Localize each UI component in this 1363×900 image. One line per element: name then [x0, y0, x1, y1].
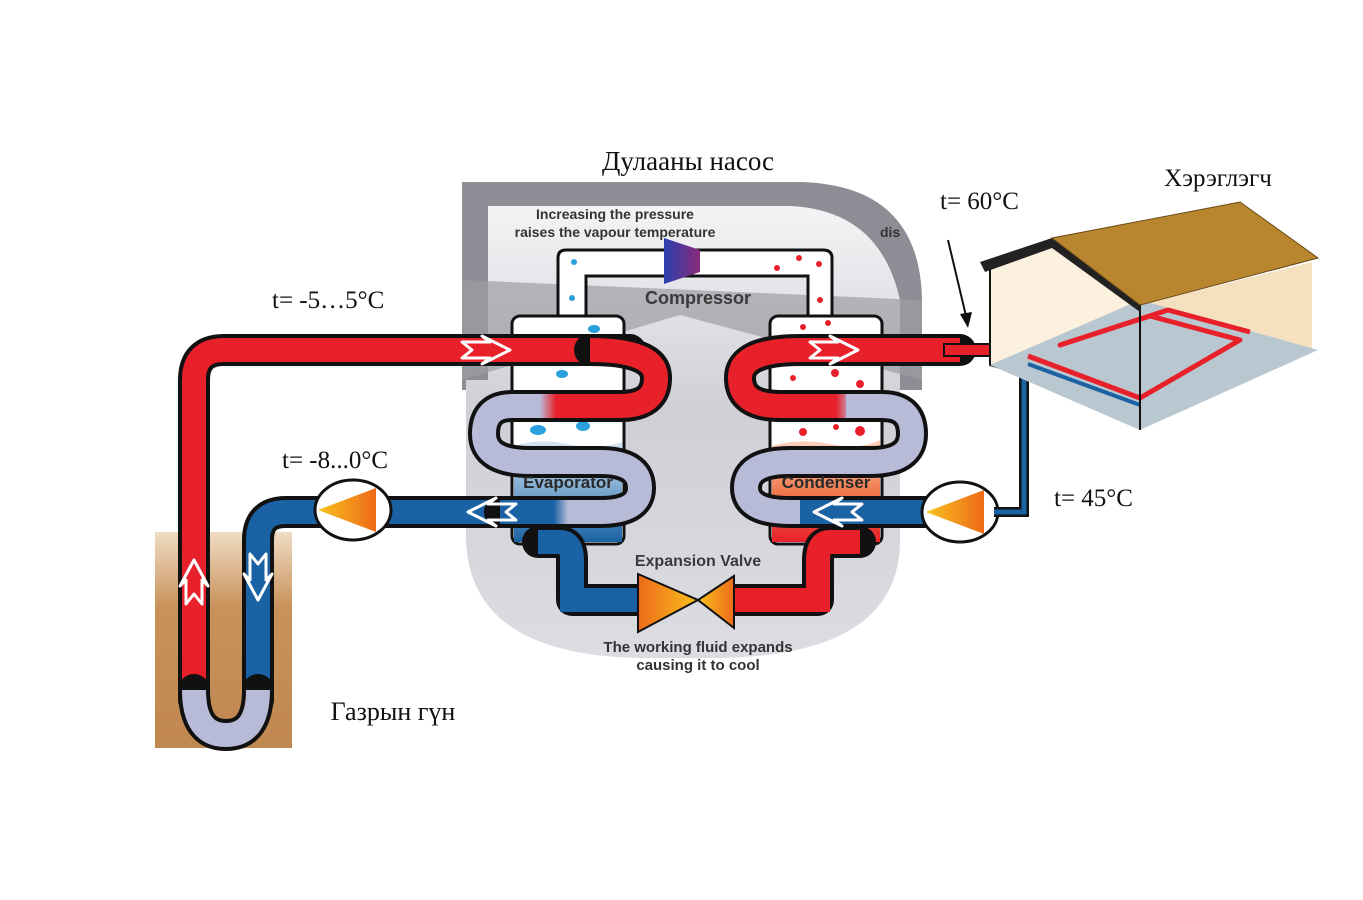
diagram-title: Дулааны насос	[602, 146, 774, 176]
house-illustration	[980, 201, 1320, 430]
flow-arrows	[178, 334, 864, 606]
arrow-right-icon	[808, 334, 860, 366]
expansion-valve-right-icon	[696, 574, 735, 631]
supply-pointer	[947, 239, 972, 328]
arrow-down-icon	[960, 312, 972, 328]
evaporator-label: Evaporator	[523, 473, 613, 492]
roof-edge	[980, 238, 1140, 312]
ground-loop-pump	[313, 478, 393, 542]
ground-return-pipe	[178, 496, 536, 751]
arrow-up-icon	[178, 558, 210, 606]
temp-consumer-return: t= 45°C	[1054, 485, 1133, 512]
roof	[1050, 201, 1320, 306]
temp-ground-supply: t= -5…5°C	[272, 287, 384, 314]
pump-icon	[926, 490, 984, 534]
expansion-note-line2: causing it to cool	[636, 657, 759, 674]
compressor-label: Compressor	[645, 288, 751, 308]
expansion-valve-left-icon	[637, 572, 701, 634]
temp-ground-return: t= -8...0°C	[282, 447, 388, 474]
ground-label: Газрын гүн	[331, 697, 456, 726]
compressor-note-line2: raises the vapour temperature	[515, 224, 716, 240]
compressor-icon	[664, 238, 700, 284]
condenser-label: Condenser	[782, 473, 871, 492]
temp-consumer-supply: t= 60°C	[940, 188, 1019, 215]
compressor-note-line1: Increasing the pressure	[536, 206, 694, 222]
consumer-label: Хэрэглэгч	[1164, 165, 1272, 192]
arrow-right-icon	[460, 334, 512, 366]
evaporator-coils	[468, 334, 672, 528]
condenser-coils	[724, 334, 976, 528]
arrow-left-icon	[466, 496, 518, 528]
house-floor	[990, 300, 1318, 430]
expansion-valve-label: Expansion Valve	[635, 553, 761, 570]
consumer-loop-pump	[920, 480, 1000, 544]
consumer-pipes	[943, 343, 1029, 517]
arrow-left-icon	[812, 496, 864, 528]
expansion-valve-piping	[522, 526, 876, 634]
expansion-note-line1: The working fluid expands	[603, 639, 792, 656]
clipped-text: dis	[880, 224, 900, 240]
arrow-down-icon	[242, 552, 274, 602]
pump-icon	[318, 488, 376, 532]
